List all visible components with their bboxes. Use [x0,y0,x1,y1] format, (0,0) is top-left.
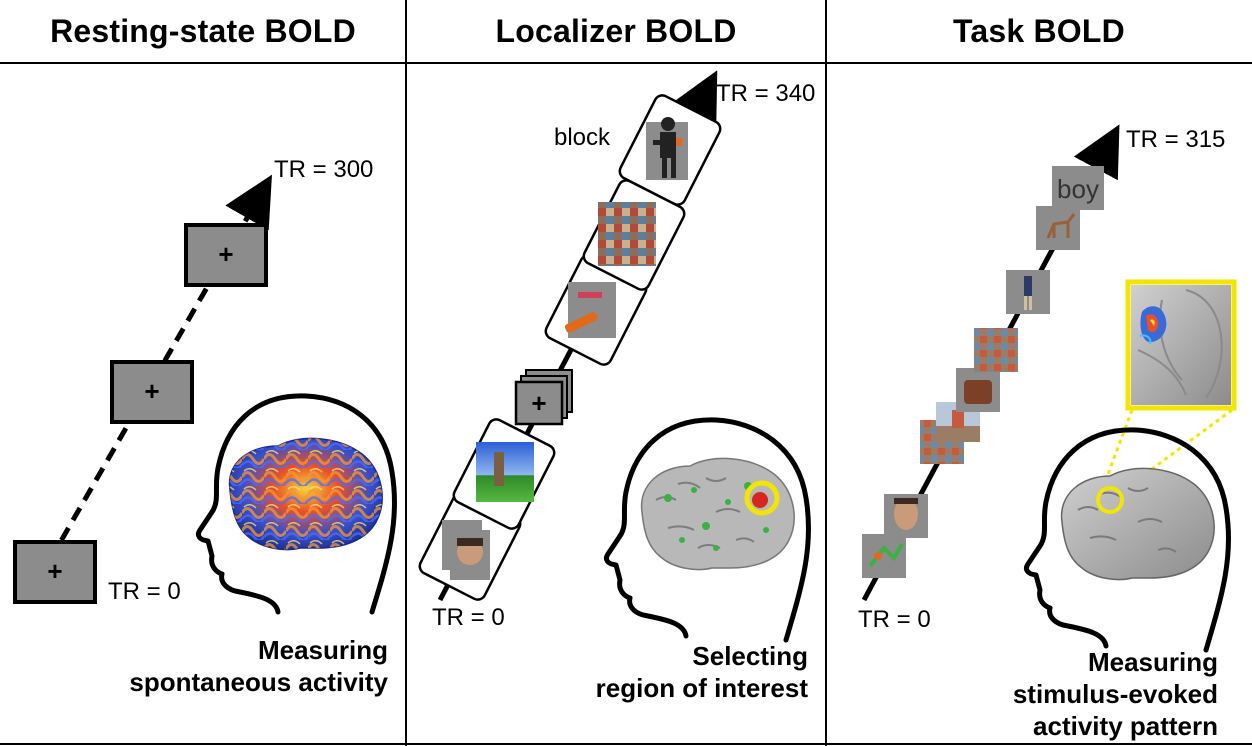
stimulus-image [974,328,1018,372]
head-silhouette [195,393,398,615]
bottom-divider [0,743,1252,745]
label-tr-end: TR = 340 [716,80,816,107]
label-tr-start: TR = 0 [858,606,931,633]
zoom-connector [1100,409,1134,491]
stimulus-image [956,368,1000,412]
caption-localizer: Selecting region of interest [595,641,808,703]
svg-text:+: + [531,388,546,418]
roi-highlight-circle [744,480,780,516]
panel-localizer: Localizer BOLD [406,0,826,746]
label-tr-start: TR = 0 [108,578,181,605]
label-tr-start: TR = 0 [432,604,505,631]
roi-highlight-circle [1096,486,1124,514]
panel-task: Task BOLD [826,0,1252,746]
head-silhouette [1023,427,1232,653]
label-tr-end: TR = 315 [1126,126,1226,153]
stimulus-block-fixation: + [514,369,573,426]
fixation-box: + [184,223,268,287]
localizer-timeline: + [418,70,812,643]
stimulus-word-box: boy [1052,166,1104,210]
svg-text:boy: boy [1057,174,1099,204]
label-tr-end: TR = 300 [274,156,374,183]
panel-divider [825,0,827,746]
panel-title-resting-state: Resting-state BOLD [50,12,356,49]
svg-text:+: + [47,556,62,586]
panel-title-task: Task BOLD [953,12,1125,49]
stimulus-image [862,534,906,578]
stimulus-image [1036,206,1080,250]
fixation-box: + [110,360,194,424]
caption-resting-state: Measuring spontaneous activity [129,635,388,697]
label-block: block [554,124,611,151]
red-activation-spot [752,492,768,508]
brain-surface [1060,467,1215,581]
panel-divider [405,0,407,746]
stimulus-image [884,494,928,538]
stimulus-image [1006,270,1050,314]
svg-text:+: + [144,376,159,406]
brain-activation-map [640,457,795,571]
stimulus-block-bodies [618,94,722,206]
panel-title-localizer: Localizer BOLD [495,12,737,49]
resting-state-timeline: + + + [13,174,398,615]
caption-task: Measuring stimulus-evoked activity patte… [1012,647,1218,741]
stimulus-block-scenes [452,418,556,530]
panel-resting-state: Resting-state BOLD + [0,0,406,746]
stimulus-block-scrambled [582,179,686,291]
fixation-box: + [13,540,97,604]
task-timeline: boy [861,124,1237,653]
zoom-inset [1125,279,1237,411]
head-silhouette [603,417,812,643]
header-divider [0,62,1252,64]
svg-text:+: + [218,239,233,269]
